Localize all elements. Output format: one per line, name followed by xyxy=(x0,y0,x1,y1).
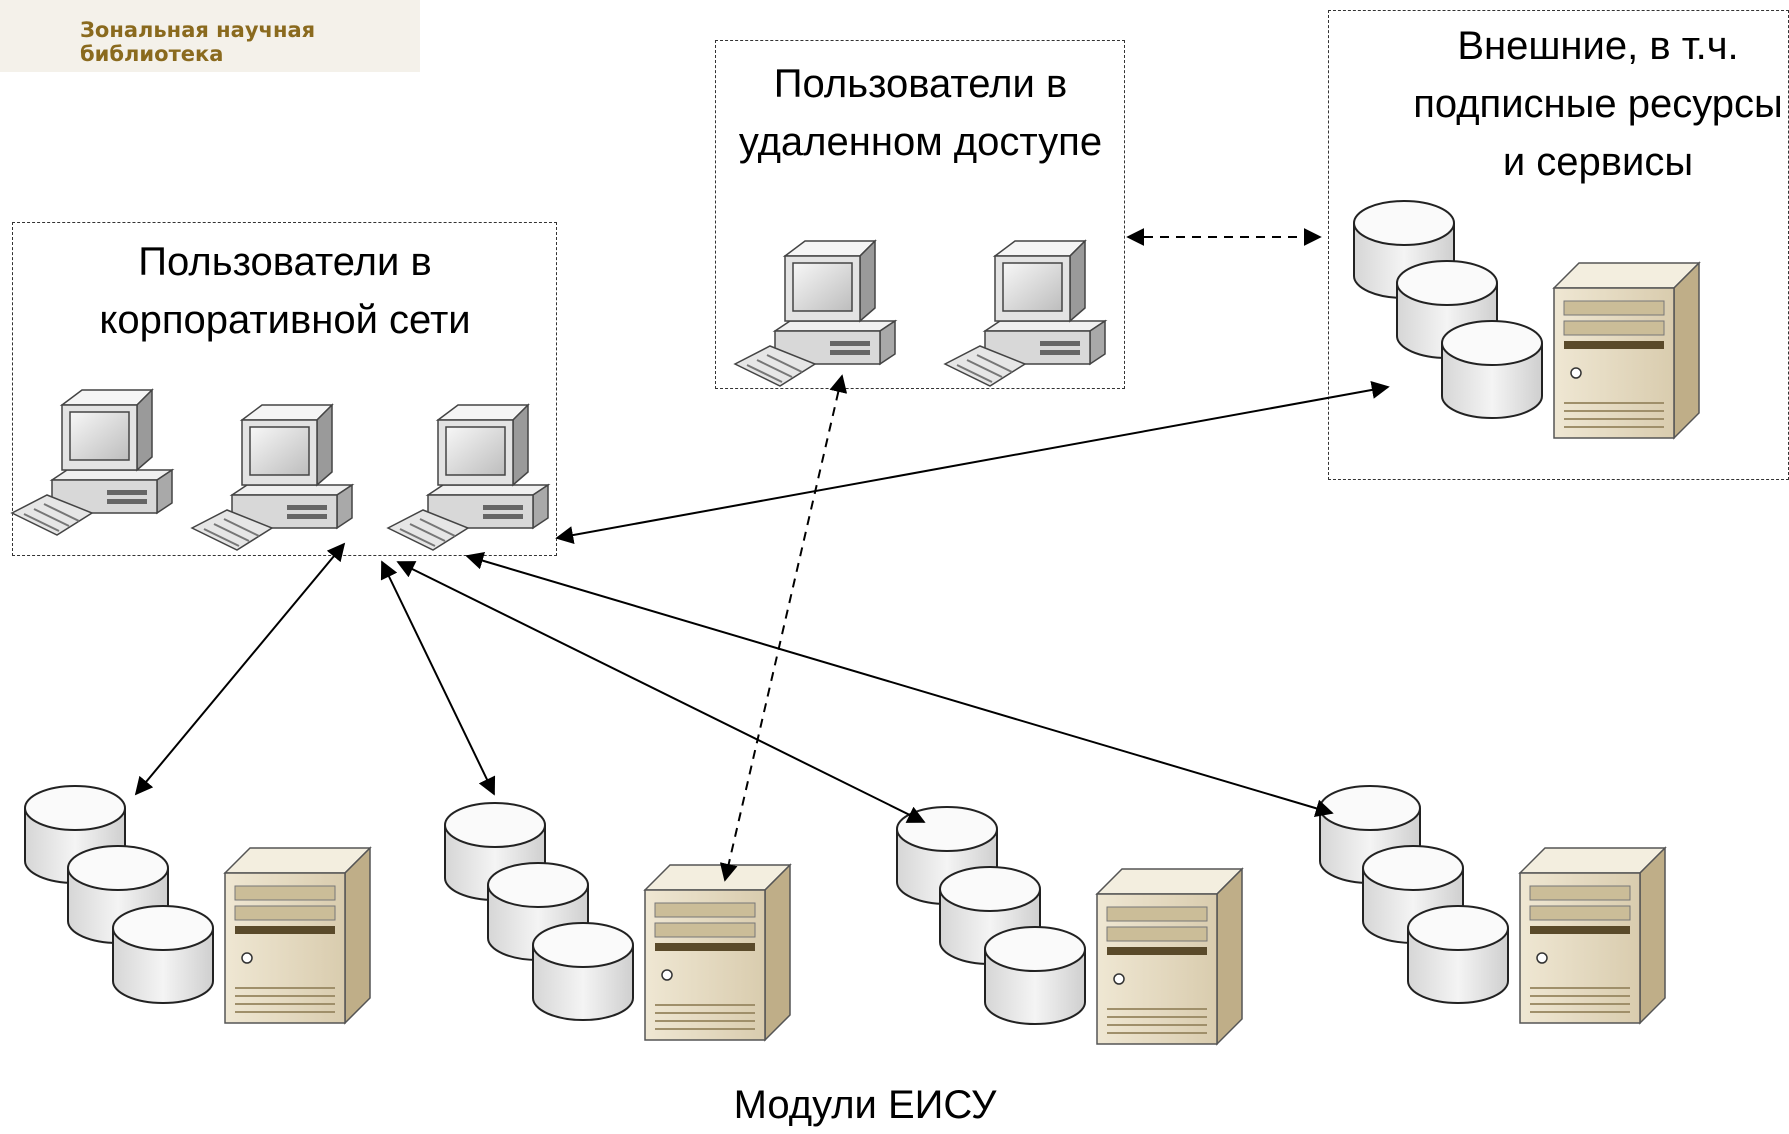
module-server-cluster-4 xyxy=(1320,786,1665,1023)
external-server-cluster xyxy=(1354,201,1699,438)
link-corporate-module-2 xyxy=(380,560,496,796)
workstation-icon xyxy=(387,404,549,551)
workstation-icon xyxy=(11,389,173,536)
link-corporate-external xyxy=(555,381,1390,544)
workstation-icon xyxy=(944,240,1106,387)
remote-users-label: Пользователи в удаленном доступе xyxy=(738,62,1103,164)
workstation-icon xyxy=(734,240,896,387)
module-server-cluster-2 xyxy=(445,803,790,1040)
link-corporate-module-3 xyxy=(396,561,926,823)
link-remote-module-2 xyxy=(719,374,848,882)
external-resources-label: Внешние, в т.ч. подписные ресурсы и серв… xyxy=(1413,24,1783,184)
logo-line-1: Зональная научная xyxy=(80,18,316,42)
module-server-cluster-3 xyxy=(897,807,1242,1044)
logo-line-2: библиотека xyxy=(80,42,224,66)
module-server-cluster-1 xyxy=(25,786,370,1023)
workstation-icon xyxy=(191,404,353,551)
corporate-users-label: Пользователи в корпоративной сети xyxy=(99,240,471,342)
logo-text: Зональная научная библиотека xyxy=(80,18,315,66)
modules-label: Модули ЕИСУ xyxy=(733,1083,997,1127)
link-corporate-module-4 xyxy=(465,551,1334,818)
library-logo: Зональная научная библиотека xyxy=(0,0,420,72)
link-corporate-module-1 xyxy=(134,542,346,796)
